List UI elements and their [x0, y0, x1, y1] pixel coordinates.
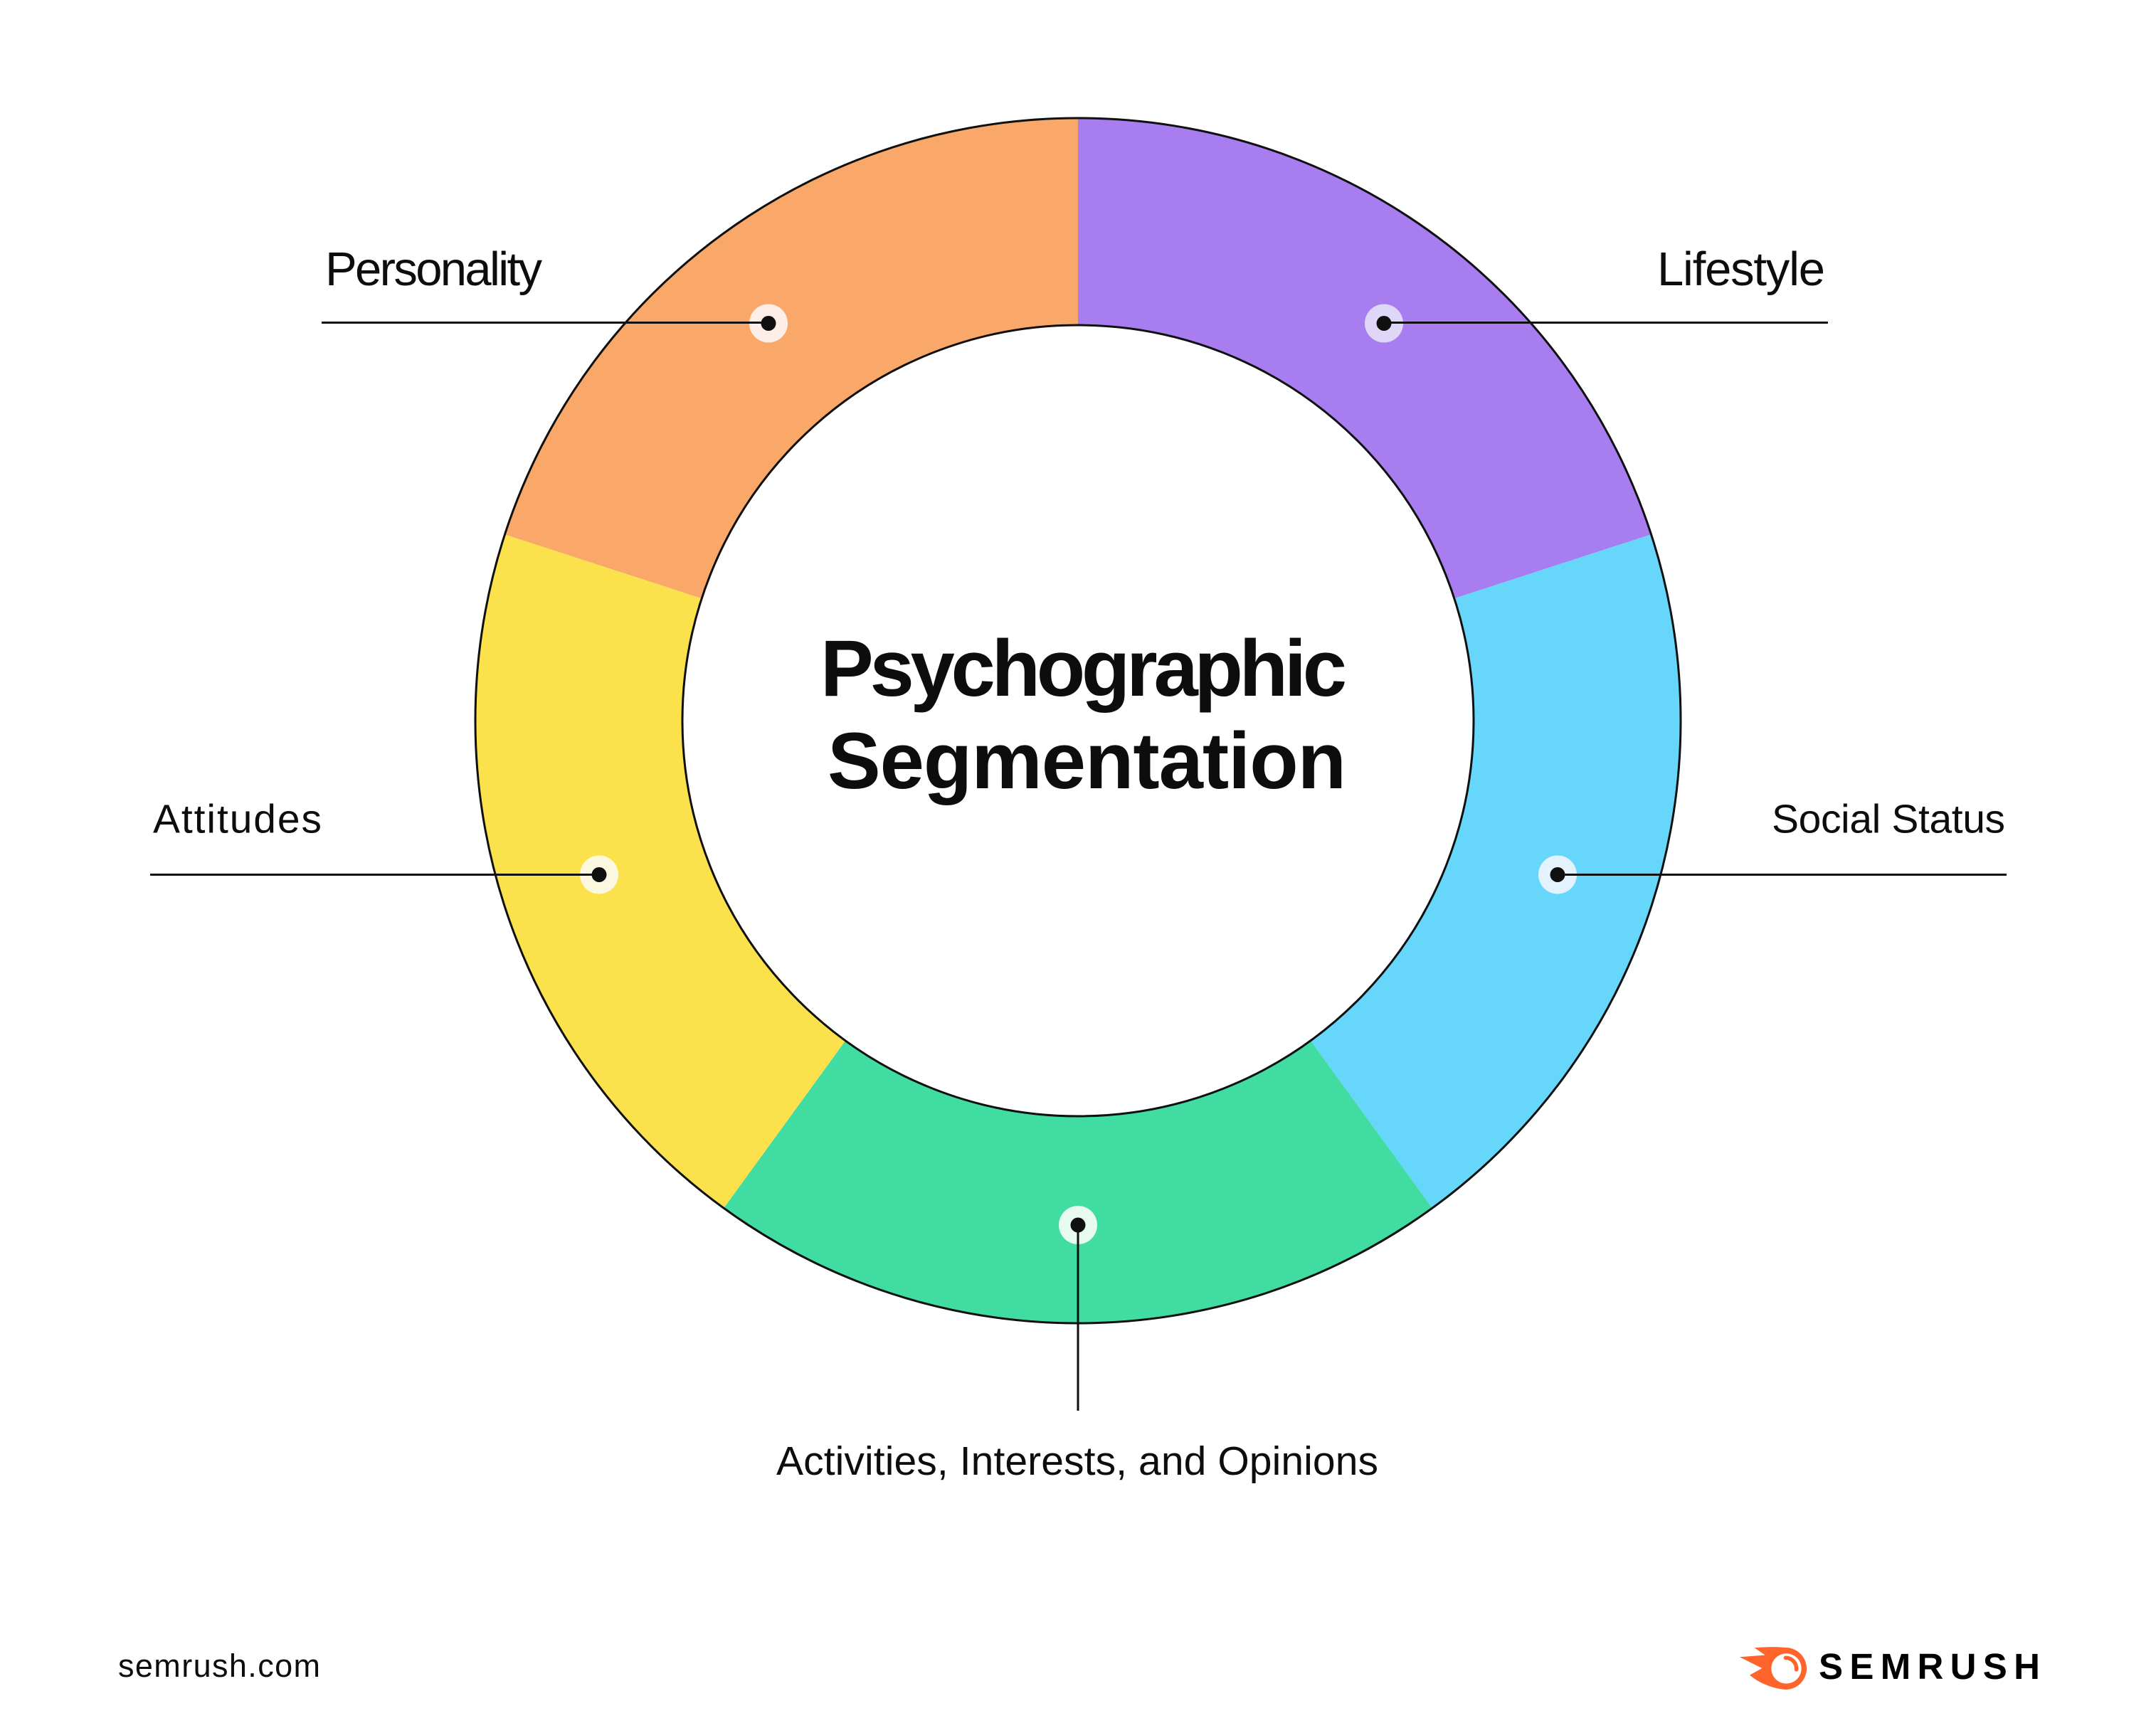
svg-text:Social Status: Social Status — [1772, 797, 2005, 842]
svg-text:Psychographic: Psychographic — [820, 624, 1347, 713]
svg-text:Segmentation: Segmentation — [828, 716, 1346, 805]
svg-text:Personality: Personality — [325, 243, 543, 296]
svg-text:Activities, Interests, and Opi: Activities, Interests, and Opinions — [776, 1438, 1378, 1484]
svg-text:Lifestyle: Lifestyle — [1657, 243, 1825, 296]
svg-text:Attitudes: Attitudes — [153, 797, 322, 842]
svg-text:semrush.com: semrush.com — [118, 1648, 320, 1684]
svg-text:SEMRUSH: SEMRUSH — [1819, 1646, 2040, 1687]
